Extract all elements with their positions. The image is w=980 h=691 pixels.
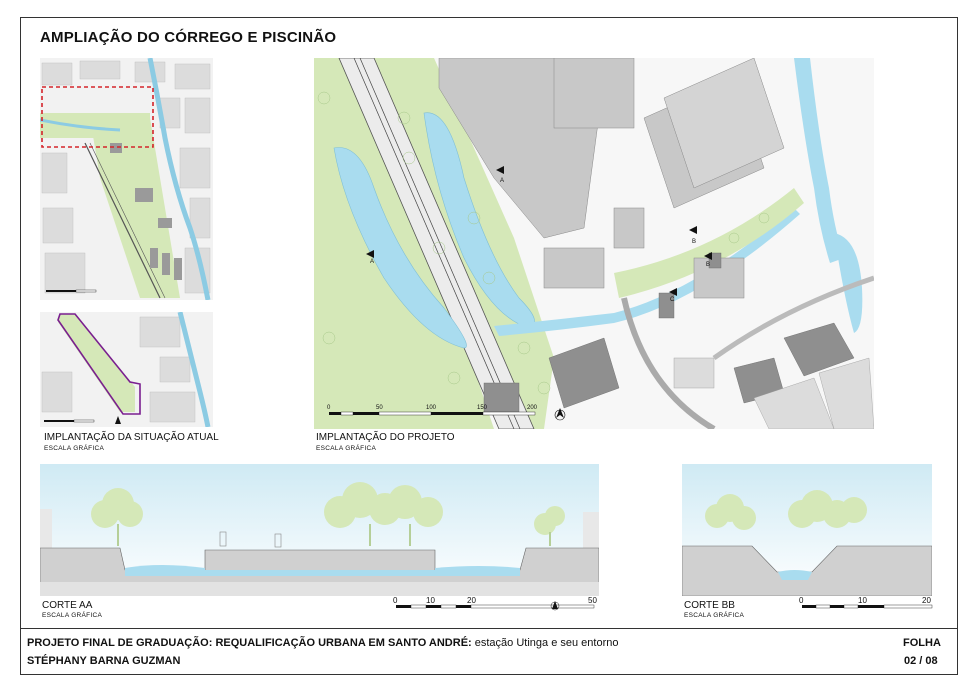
- projeto-caption: IMPLANTAÇÃO DO PROJETO: [316, 432, 455, 443]
- situacao-caption: IMPLANTAÇÃO DA SITUAÇÃO ATUAL: [44, 432, 219, 443]
- section-mark-b1: B: [692, 239, 696, 245]
- project-title: PROJETO FINAL DE GRADUAÇÃO: REQUALIFICAÇ…: [27, 637, 618, 649]
- situacao-boundary-map: [40, 312, 213, 427]
- corte-bb-caption: CORTE BB: [684, 600, 735, 611]
- project-title-rest: estação Utinga e seu entorno: [471, 637, 619, 649]
- projeto-scale-bar: [329, 411, 536, 416]
- aa-tick-0: 0: [393, 596, 398, 605]
- projeto-scale-label: ESCALA GRÁFICA: [316, 445, 377, 452]
- project-title-bold: PROJETO FINAL DE GRADUAÇÃO: REQUALIFICAÇ…: [27, 637, 472, 649]
- situacao-scale-label: ESCALA GRÁFICA: [44, 445, 105, 452]
- corte-aa-scale-bar: 0 10 20 50: [380, 594, 605, 616]
- projeto-tick-200: 200: [527, 405, 538, 411]
- projeto-tick-50: 50: [376, 405, 383, 411]
- corte-bb-scale-bar: 0 10 20: [790, 594, 940, 616]
- corte-bb-scale-label: ESCALA GRÁFICA: [684, 612, 745, 619]
- section-mark-a1: A: [500, 178, 504, 184]
- highlight-area: [41, 86, 154, 148]
- north-arrow-icon: [554, 408, 566, 421]
- sheet-number: 02 / 08: [904, 655, 938, 667]
- section-mark-b2: B: [706, 262, 710, 268]
- sheet-label: FOLHA: [903, 637, 941, 649]
- section-marker-icon: [366, 166, 712, 296]
- bb-tick-20: 20: [922, 596, 931, 605]
- sheet-title: AMPLIAÇÃO DO CÓRREGO E PISCINÃO: [40, 29, 337, 46]
- north-arrow-icon: [115, 416, 121, 424]
- projeto-tick-100: 100: [426, 405, 437, 411]
- projeto-tick-150: 150: [477, 405, 488, 411]
- bb-tick-10: 10: [858, 596, 867, 605]
- corte-aa-caption: CORTE AA: [42, 600, 93, 611]
- footer-divider: [20, 628, 958, 629]
- author-name: STÉPHANY BARNA GUZMAN: [27, 655, 181, 667]
- aa-tick-50: 50: [588, 596, 597, 605]
- corte-bb-section: [682, 464, 932, 596]
- north-arrow-icon: [550, 601, 560, 611]
- corte-aa-scale-label: ESCALA GRÁFICA: [42, 612, 103, 619]
- project-boundary: [57, 313, 141, 415]
- boundary-scale-bar: [44, 419, 95, 423]
- section-mark-c: C: [670, 297, 675, 303]
- corte-aa-section: [40, 464, 599, 596]
- situacao-scale-bar: [46, 289, 97, 293]
- section-mark-a2: A: [370, 259, 374, 265]
- bb-tick-0: 0: [799, 596, 804, 605]
- aa-tick-20: 20: [467, 596, 476, 605]
- situacao-map: [40, 58, 213, 300]
- projeto-tick-0: 0: [327, 405, 331, 411]
- sheet-frame: [20, 17, 958, 675]
- projeto-map: A A B B C 0 50 100 150 200: [314, 58, 874, 429]
- aa-tick-10: 10: [426, 596, 435, 605]
